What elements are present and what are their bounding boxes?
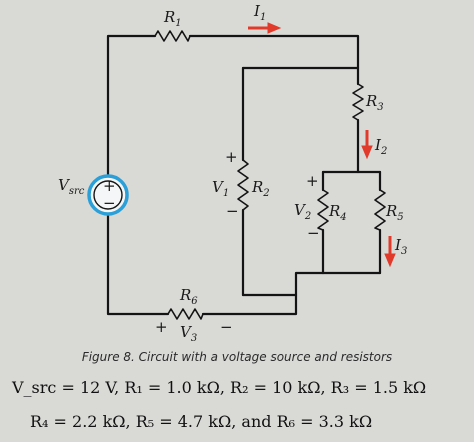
resistor-r3 [352,83,364,121]
wire-bottom [201,293,298,316]
v3-plus: + [155,318,168,336]
wire-left-bottom [106,204,170,316]
source-plus: + [103,177,116,195]
v1-plus: + [225,148,238,166]
label-r2: R2 [251,178,270,199]
v2-plus: + [306,172,319,190]
label-r5: R5 [385,202,404,223]
label-v1: V1 [212,178,229,199]
label-v2: V2 [294,201,311,222]
circuit-diagram: + − R1 R3 R2 R4 R5 R6 I1 I2 [58,2,407,344]
arrow-i2 [361,130,373,160]
figure-caption: Figure 8. Circuit with a voltage source … [81,350,393,364]
wire-right-bottom [241,271,325,297]
resistor-r2 [237,159,249,211]
arrow-i3 [384,236,396,268]
v3-minus: − [220,318,233,336]
v2-minus: − [307,224,320,242]
label-r6: R6 [179,286,198,307]
values-line-2: R₄ = 2.2 kΩ, R₅ = 4.7 kΩ, and R₆ = 3.3 k… [30,412,373,431]
arrow-i1 [248,22,282,34]
label-i2: I2 [374,136,387,157]
label-i3: I3 [394,236,407,257]
wire-left-top [106,34,157,187]
label-r3: R3 [365,92,384,113]
source-minus: − [103,194,116,212]
voltage-source [93,180,123,210]
resistor-r6 [167,308,204,320]
resistor-r5 [374,189,386,231]
label-r1: R1 [163,8,182,29]
label-vsrc: Vsrc [58,176,85,197]
v1-minus: − [226,202,239,220]
label-r4: R4 [328,202,347,223]
label-i1: I1 [253,2,266,23]
label-v3: V3 [180,323,197,344]
values-line-1: V_src = 12 V, R₁ = 1.0 kΩ, R₂ = 10 kΩ, R… [12,378,427,397]
resistor-r1 [154,30,191,42]
wire-r3-top [241,66,360,86]
wire-top [188,34,360,70]
resistor-r4 [317,189,329,231]
